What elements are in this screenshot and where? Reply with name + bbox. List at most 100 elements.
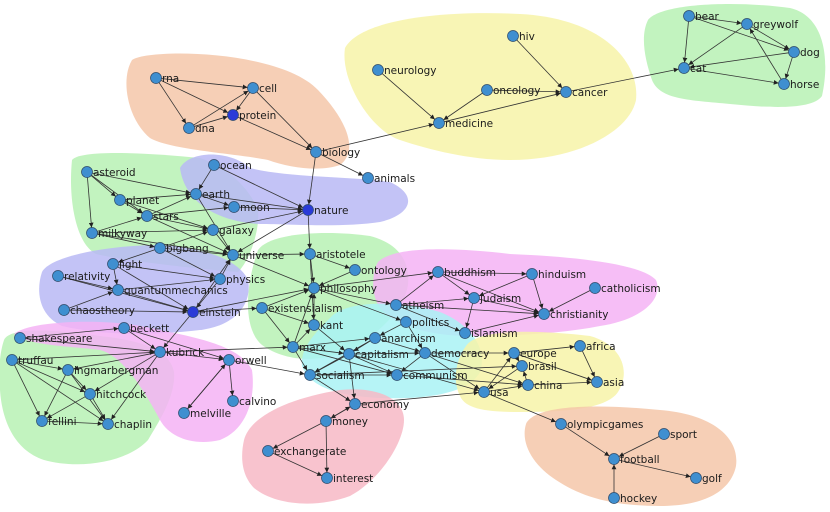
node-circle[interactable] <box>310 146 322 158</box>
node-asia[interactable]: asia <box>591 376 625 390</box>
node-economy[interactable]: economy <box>349 398 410 412</box>
node-islamism[interactable]: islamism <box>459 327 518 341</box>
node-earth[interactable]: earth <box>190 188 230 202</box>
node-circle[interactable] <box>560 86 572 98</box>
node-circle[interactable] <box>247 82 259 94</box>
node-circle[interactable] <box>58 304 70 316</box>
node-kant[interactable]: kant <box>308 319 344 333</box>
node-circle[interactable] <box>678 62 690 74</box>
node-circle[interactable] <box>391 369 403 381</box>
node-circle[interactable] <box>304 369 316 381</box>
node-circle[interactable] <box>343 348 355 360</box>
node-circle[interactable] <box>178 407 190 419</box>
node-nature[interactable]: nature <box>302 204 349 218</box>
node-circle[interactable] <box>778 78 790 90</box>
node-bigbang[interactable]: bigbang <box>154 242 209 256</box>
node-circle[interactable] <box>349 398 361 410</box>
node-circle[interactable] <box>118 322 130 334</box>
node-circle[interactable] <box>227 395 239 407</box>
node-atheism[interactable]: atheism <box>390 299 445 313</box>
node-circle[interactable] <box>228 201 240 213</box>
node-anarchism[interactable]: anarchism <box>369 332 436 346</box>
node-neurology[interactable]: neurology <box>372 64 437 78</box>
node-hinduism[interactable]: hinduism <box>526 268 587 282</box>
node-aristotele[interactable]: aristotele <box>304 248 366 262</box>
node-buddhism[interactable]: buddhism <box>432 266 496 280</box>
node-ontology[interactable]: ontology <box>349 264 407 278</box>
node-circle[interactable] <box>522 379 534 391</box>
node-milkyway[interactable]: milkyway <box>86 227 148 241</box>
node-hockey[interactable]: hockey <box>608 492 658 506</box>
node-circle[interactable] <box>190 188 202 200</box>
node-horse[interactable]: horse <box>778 78 820 92</box>
node-circle[interactable] <box>320 415 332 427</box>
node-circle[interactable] <box>478 386 490 398</box>
node-circle[interactable] <box>432 266 444 278</box>
node-protein[interactable]: protein <box>227 109 277 123</box>
node-circle[interactable] <box>214 273 226 285</box>
node-circle[interactable] <box>256 302 268 314</box>
node-chaostheory[interactable]: chaostheory <box>58 304 135 318</box>
node-marx[interactable]: marx <box>287 341 326 355</box>
node-circle[interactable] <box>183 122 195 134</box>
node-circle[interactable] <box>321 472 333 484</box>
node-beckett[interactable]: beckett <box>118 322 170 336</box>
node-existensialism[interactable]: existensialism <box>256 302 343 316</box>
node-asteroid[interactable]: asteroid <box>81 166 136 180</box>
node-quantummechanics[interactable]: quantummechanics <box>112 284 228 298</box>
node-brasil[interactable]: brasil <box>516 360 557 374</box>
node-melville[interactable]: melville <box>178 407 232 421</box>
node-circle[interactable] <box>6 354 18 366</box>
node-golf[interactable]: golf <box>690 472 723 486</box>
node-truffau[interactable]: truffau <box>6 354 54 368</box>
node-cell[interactable]: cell <box>247 82 278 96</box>
node-shakespeare[interactable]: shakespeare <box>14 332 93 346</box>
node-circle[interactable] <box>608 453 620 465</box>
node-bear[interactable]: bear <box>683 10 720 24</box>
node-circle[interactable] <box>589 282 601 294</box>
node-cat[interactable]: cat <box>678 62 707 76</box>
node-politics[interactable]: politics <box>400 316 450 330</box>
node-circle[interactable] <box>208 159 220 171</box>
node-animals[interactable]: animals <box>362 172 416 186</box>
node-exchangerate[interactable]: exchangerate <box>262 445 347 459</box>
node-circle[interactable] <box>308 282 320 294</box>
node-cancer[interactable]: cancer <box>560 86 609 100</box>
node-circle[interactable] <box>516 360 528 372</box>
node-circle[interactable] <box>468 292 480 304</box>
node-circle[interactable] <box>52 270 64 282</box>
node-chaplin[interactable]: chaplin <box>102 418 153 432</box>
node-galaxy[interactable]: galaxy <box>207 224 254 238</box>
node-circle[interactable] <box>81 166 93 178</box>
node-circle[interactable] <box>508 347 520 359</box>
node-greywolf[interactable]: greywolf <box>741 18 799 32</box>
node-money[interactable]: money <box>320 415 368 429</box>
node-circle[interactable] <box>227 249 239 261</box>
node-circle[interactable] <box>304 248 316 260</box>
node-einstein[interactable]: einstein <box>187 306 241 320</box>
node-moon[interactable]: moon <box>228 201 270 215</box>
node-circle[interactable] <box>308 319 320 331</box>
node-stars[interactable]: stars <box>141 210 179 224</box>
node-circle[interactable] <box>419 347 431 359</box>
node-usa[interactable]: usa <box>478 386 509 400</box>
node-ocean[interactable]: ocean <box>208 159 252 173</box>
node-circle[interactable] <box>459 327 471 339</box>
node-circle[interactable] <box>36 415 48 427</box>
node-circle[interactable] <box>187 306 199 318</box>
node-socialism[interactable]: socialism <box>304 369 365 383</box>
node-circle[interactable] <box>683 10 695 22</box>
node-interest[interactable]: interest <box>321 472 374 486</box>
node-fellini[interactable]: fellini <box>36 415 77 429</box>
node-circle[interactable] <box>390 299 402 311</box>
node-kubrick[interactable]: kubrick <box>154 346 206 360</box>
node-circle[interactable] <box>86 227 98 239</box>
node-judaism[interactable]: judaism <box>468 292 522 306</box>
node-circle[interactable] <box>154 242 166 254</box>
node-circle[interactable] <box>349 264 361 276</box>
node-dog[interactable]: dog <box>788 46 820 60</box>
node-circle[interactable] <box>207 224 219 236</box>
node-relativity[interactable]: relativity <box>52 270 111 284</box>
node-philosophy[interactable]: philosophy <box>308 282 378 296</box>
node-circle[interactable] <box>62 364 74 376</box>
